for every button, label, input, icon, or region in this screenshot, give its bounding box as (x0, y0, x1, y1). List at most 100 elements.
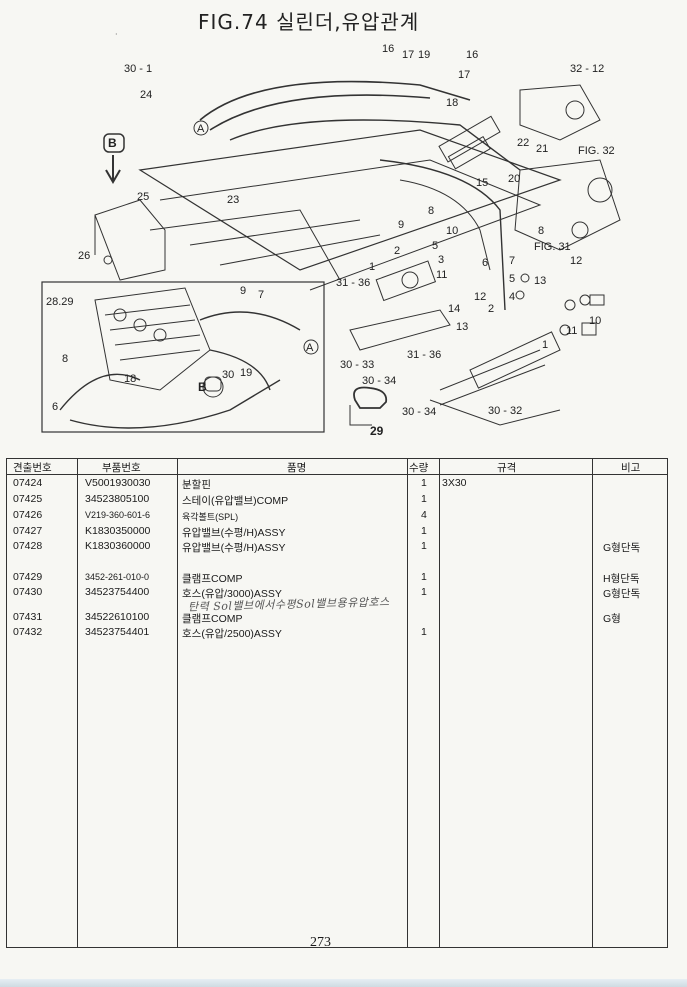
cell-no: 07427 (13, 525, 43, 537)
cell-qty: 1 (421, 571, 427, 583)
callout-fig32: FIG. 32 (578, 145, 615, 157)
callout-1b: 1 (542, 339, 548, 351)
parts-table: 견출번호 부품번호 품명 수량 규격 비고 07424 V5001930030 … (6, 458, 668, 948)
cell-qty: 1 (421, 626, 427, 638)
callout-6a: 6 (482, 257, 488, 269)
cell-no: 07429 (13, 571, 43, 583)
callout-24: 24 (140, 89, 152, 101)
table-row: 07425 34523805100 스테이(유압밸브)COMP 1 (7, 491, 667, 507)
cell-no: 07430 (13, 586, 43, 598)
cell-spec: 3X30 (442, 477, 467, 489)
callout-22: 22 (517, 137, 529, 149)
callout-13a: 13 (534, 275, 546, 287)
callout-30: 30 (222, 369, 234, 381)
callout-b-inset: B (198, 380, 207, 394)
cell-part: 34523754401 (85, 626, 150, 638)
callout-17a: 17 (402, 49, 414, 61)
cell-no: 07426 (13, 509, 43, 521)
cell-qty: 1 (421, 525, 427, 537)
cell-qty: 1 (421, 586, 427, 598)
cell-name: 클램프COMP (182, 573, 243, 585)
callout-b-top: B (108, 136, 117, 150)
cell-part: 3452-261-010-0 (85, 572, 150, 582)
callout-29: 29 (370, 424, 384, 438)
cell-note: G형단독 (603, 542, 641, 554)
callout-5a: 5 (432, 240, 438, 252)
callout-30-34b: 30 - 34 (402, 406, 436, 418)
callout-17b: 17 (458, 69, 470, 81)
table-row: 07426 V219-360-601-6 육각볼트(SPL) 4 (7, 507, 667, 523)
cell-name: 호스(유압/3000)ASSY (182, 588, 282, 600)
callout-fig31: FIG. 31 (534, 241, 571, 253)
callout-13b: 13 (456, 321, 468, 333)
cell-qty: 1 (421, 493, 427, 505)
callout-30-1: 30 - 1 (124, 63, 152, 75)
callout-a-top: A (197, 123, 205, 135)
cell-qty: 4 (421, 509, 427, 521)
cell-no: 07432 (13, 626, 43, 638)
cell-part: V5001930030 (85, 477, 151, 489)
callout-5b: 5 (509, 273, 515, 285)
header-qty: 수량 (409, 462, 429, 474)
callout-21: 21 (536, 143, 548, 155)
cell-name: 분할핀 (182, 479, 211, 491)
callout-7a: 7 (509, 255, 515, 267)
callout-18b: 18 (124, 373, 136, 385)
callout-3: 3 (438, 254, 444, 266)
header-part: 부품번호 (102, 462, 141, 474)
callout-2b: 2 (488, 303, 494, 315)
callout-8b: 8 (538, 225, 544, 237)
callout-30-34a: 30 - 34 (362, 375, 396, 387)
scan-mark: · (115, 30, 118, 39)
cell-name: 유압밸브(수평/H)ASSY (182, 542, 286, 554)
cell-part: K1830350000 (85, 525, 151, 537)
callout-7b: 7 (258, 289, 264, 301)
cell-no: 07428 (13, 540, 43, 552)
diagram-svg: 30 - 1 24 16 17 19 18 16 17 32 - 12 15 2… (41, 43, 621, 438)
exploded-diagram: 30 - 1 24 16 17 19 18 16 17 32 - 12 15 2… (0, 30, 687, 450)
cell-name: 유압밸브(수평/H)ASSY (182, 527, 286, 539)
callout-30-32: 30 - 32 (488, 405, 522, 417)
callout-8c: 8 (62, 353, 68, 365)
callout-16b: 16 (466, 49, 478, 61)
column-divider (77, 459, 78, 947)
cell-part: K1830360000 (85, 540, 151, 552)
callout-19: 19 (418, 49, 430, 61)
callout-6b: 6 (52, 401, 58, 413)
callout-18a: 18 (446, 97, 458, 109)
callout-10a: 10 (446, 225, 458, 237)
callout-9a: 9 (398, 219, 404, 231)
table-row: 07431 34522610100 클램프COMP G형 (7, 609, 667, 625)
callout-16a: 16 (382, 43, 394, 55)
table-row: 07430 34523754400 호스(유압/3000)ASSY 1 G형단독 (7, 584, 667, 600)
header-no: 견출번호 (13, 462, 52, 474)
cell-no: 07424 (13, 477, 43, 489)
callout-26: 26 (78, 250, 90, 262)
cell-no: 07431 (13, 611, 43, 623)
callout-25: 25 (137, 191, 149, 203)
cell-qty: 1 (421, 540, 427, 552)
cell-name: 클램프COMP (182, 613, 243, 625)
callout-20: 20 (508, 173, 520, 185)
cell-part: 34523805100 (85, 493, 150, 505)
table-row: 07424 V5001930030 분할핀 1 3X30 (7, 475, 667, 491)
cell-name: 육각볼트(SPL) (182, 512, 239, 522)
table-row: 07432 34523754401 호스(유압/2500)ASSY 1 (7, 624, 667, 640)
cell-note: G형단독 (603, 588, 641, 600)
figure-title: FIG.74 실린더,유압관계 (198, 10, 420, 34)
cell-part: 34523754400 (85, 586, 150, 598)
column-divider (592, 459, 593, 947)
callout-2a: 2 (394, 245, 400, 257)
callout-10b: 10 (589, 315, 601, 327)
callout-1a: 1 (369, 261, 375, 273)
cell-note: H형단독 (603, 573, 640, 585)
callout-28-29: 28.29 (46, 296, 74, 308)
column-divider (407, 459, 408, 947)
cell-no: 07425 (13, 493, 43, 505)
table-row: 07427 K1830350000 유압밸브(수평/H)ASSY 1 (7, 523, 667, 539)
table-header: 견출번호 부품번호 품명 수량 규격 비고 (7, 459, 667, 475)
callout-9b: 9 (240, 285, 246, 297)
callout-19b: 19 (240, 367, 252, 379)
page-number: 273 (310, 935, 331, 950)
header-name: 품명 (287, 462, 307, 474)
